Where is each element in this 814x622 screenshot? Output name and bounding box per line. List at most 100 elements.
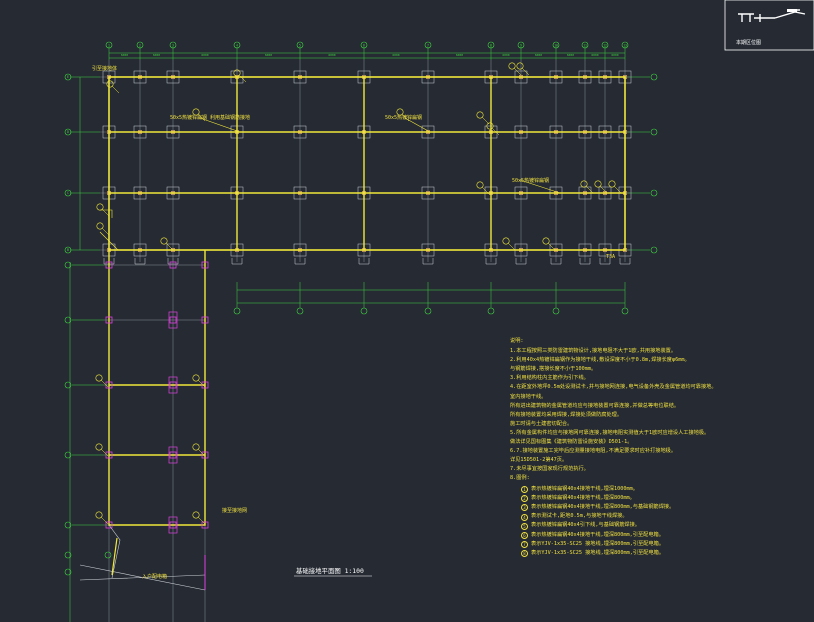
legend-number: 4	[521, 513, 528, 521]
axis-label: 6	[363, 44, 365, 48]
dimension-value: 6000	[201, 53, 208, 57]
axis-bubble	[233, 41, 241, 49]
callout-leader	[491, 127, 500, 136]
axis-label: 1	[108, 44, 110, 48]
callout-marker	[608, 180, 616, 188]
axis-label: 12	[603, 44, 607, 48]
callout-leader	[507, 242, 516, 251]
axis-bubble	[233, 307, 241, 315]
dimension-value: 6000	[153, 53, 160, 57]
pile-cap	[485, 258, 497, 265]
callout-leader	[100, 379, 109, 388]
callout-leader	[197, 448, 206, 457]
axis-label: B	[67, 248, 69, 252]
axis-label: D	[67, 130, 69, 134]
callout-marker	[192, 374, 200, 382]
axis-bubble	[136, 41, 144, 49]
callout-leader	[513, 67, 522, 76]
pile-cap	[579, 258, 591, 265]
axis-bubble	[650, 189, 658, 197]
callout-marker	[233, 69, 241, 77]
wing-column	[169, 316, 177, 324]
pile-cap	[134, 258, 146, 265]
callout-arrows	[199, 117, 561, 194]
legend-number: 7	[521, 541, 528, 549]
axis-bubble	[64, 381, 72, 389]
corner-label-bottom-right: T3A	[606, 254, 616, 260]
axis-bubble	[650, 73, 658, 81]
callout-leader	[100, 516, 109, 525]
callout-marker	[486, 122, 494, 130]
note-line: 8.图例:	[510, 475, 530, 482]
axis-label: 4	[236, 44, 238, 48]
axis-bubble	[487, 307, 495, 315]
dimension-value: 6000	[392, 53, 399, 57]
callout-marker	[192, 443, 200, 451]
callout-leader	[599, 185, 608, 194]
wing-column	[201, 261, 209, 269]
callout-leader	[165, 242, 174, 251]
note-line: 2.利用40x4热镀锌扁钢作为接地干线,敷设深度不小于0.8m,焊接长度φ6mm…	[510, 357, 690, 364]
axis-bubble	[64, 316, 72, 324]
callout-marker	[160, 237, 168, 245]
drawing-title: 基础接地平面图 1:100	[296, 567, 364, 575]
callout-leader	[111, 85, 120, 94]
callout-marker	[502, 237, 510, 245]
axis-bubble	[64, 73, 72, 81]
axis-bubble	[424, 41, 432, 49]
legend-text: 表示热镀锌扁钢40x4引下线,与基础钢筋焊接。	[531, 522, 640, 529]
axis-bubble	[296, 41, 304, 49]
axis-label: 3	[172, 44, 174, 48]
callout-leader	[197, 379, 206, 388]
callout-leader	[547, 242, 556, 251]
note-line: 做法详见国标图集《建筑物防雷设施安装》D501-1。	[510, 439, 633, 445]
callout-leader	[613, 185, 622, 194]
wing-column	[169, 521, 177, 529]
pile-cap	[515, 258, 527, 265]
note-line: 施工时请与土建密切配合。	[510, 420, 573, 427]
axis-label: 9	[520, 44, 522, 48]
dimension-value: 6000	[591, 53, 598, 57]
axis-bubble	[296, 307, 304, 315]
axis-bubble	[64, 451, 72, 459]
axis-label: 13	[623, 44, 627, 48]
callout-marker	[508, 62, 516, 70]
note-line: 室内接地干线。	[510, 393, 547, 400]
axis-bubble	[424, 307, 432, 315]
axis-bubble	[169, 41, 177, 49]
axis-bubble	[64, 568, 72, 576]
axis-bubble	[360, 307, 368, 315]
callout-1: 50x5热镀锌扁钢 利用基础钢筋接地	[170, 115, 251, 121]
callout-marker	[95, 511, 103, 519]
pile-cap	[422, 258, 434, 265]
stair-lines	[79, 524, 206, 591]
callout-leader	[238, 74, 247, 83]
callout-marker	[96, 222, 104, 230]
lead-arrows	[99, 209, 119, 251]
key-plan-shape	[738, 9, 806, 22]
bottom-note: 入户配电箱	[142, 574, 168, 580]
pile-cap	[550, 258, 562, 265]
axis-bubble	[487, 41, 495, 49]
wing-column	[201, 451, 209, 459]
legend-number: 3	[521, 504, 528, 512]
wing-column	[169, 261, 177, 269]
ground-lead	[111, 537, 118, 576]
axis-bubble	[105, 41, 113, 49]
wing-column	[201, 521, 209, 529]
note-line: 5.所有金属构件均应与接地网可靠连接,接地电阻实测值大于1欧时应增设人工接地极。	[510, 429, 710, 436]
callout-marker	[396, 108, 404, 116]
axis-bubble	[517, 41, 525, 49]
note-line: 3.利用结构柱内主筋作为引下线。	[510, 375, 589, 382]
wing-column	[168, 516, 178, 534]
callout-marker	[192, 108, 200, 116]
note-line: 所有接地装置均采用焊接,焊接处须做防腐处理。	[510, 411, 623, 418]
legend-number: 2	[521, 495, 528, 503]
key-plan-frame	[724, 0, 814, 51]
callout-leader	[481, 186, 490, 195]
callout-leader	[197, 516, 206, 525]
axis-bubble	[650, 128, 658, 136]
ground-ring-wing	[108, 250, 206, 526]
